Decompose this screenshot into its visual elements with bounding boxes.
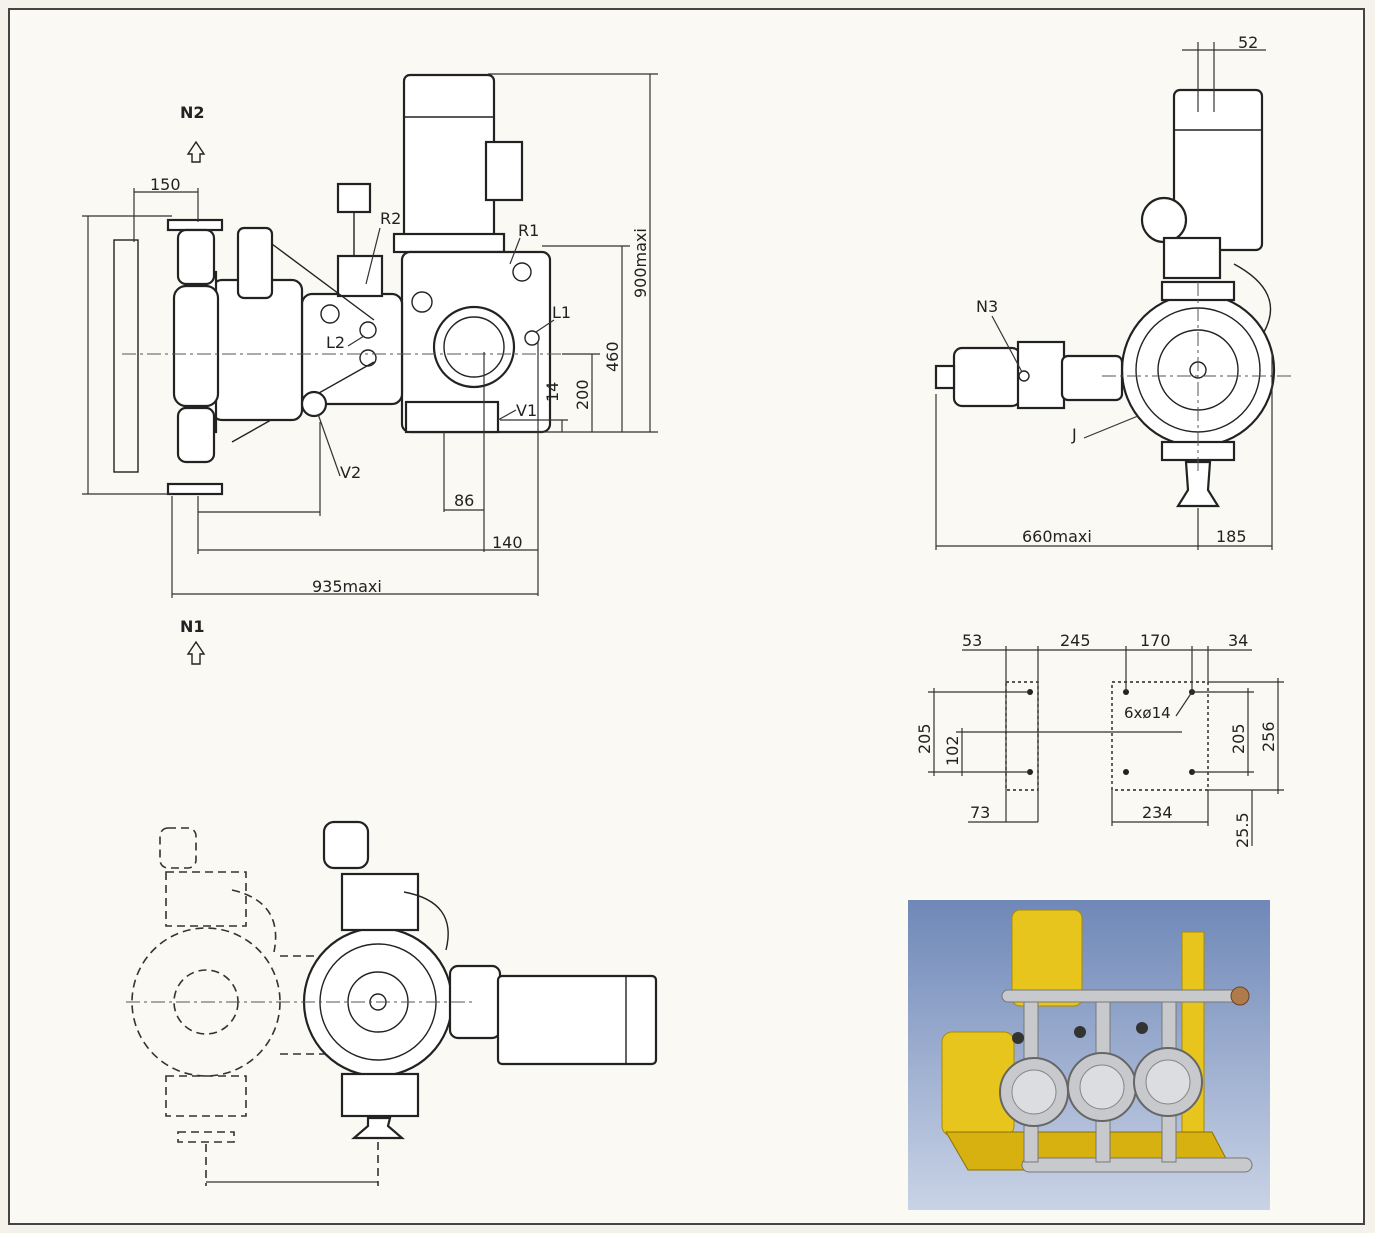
base-pad-right xyxy=(1111,681,1209,791)
dim-170: 170 xyxy=(1140,631,1171,650)
motor-flange xyxy=(392,232,506,254)
r1-plug xyxy=(512,262,532,282)
side-motor xyxy=(1172,88,1264,252)
base-plan: 53 245 170 34 6xø14 205 102 205 256 73 2… xyxy=(915,631,1284,848)
label-holes: 6xø14 xyxy=(1124,704,1171,722)
dim-102: 102 xyxy=(943,735,962,766)
side-gauge xyxy=(1140,196,1188,244)
hydraulic-body xyxy=(300,292,404,406)
technical-drawing: N2 N1 150 R2 R1 L1 L2 V1 V2 900maxi 460 … xyxy=(82,33,1292,1210)
dim-52: 52 xyxy=(1238,33,1258,52)
motor-terminal-box xyxy=(484,140,524,202)
dim-205-left: 205 xyxy=(915,723,934,754)
label-n3: N3 xyxy=(976,297,998,316)
v2-valve xyxy=(300,390,328,418)
gearbox-foot xyxy=(404,400,500,434)
dim-660-maxi: 660maxi xyxy=(1022,527,1092,546)
dim-205-right: 205 xyxy=(1229,723,1248,754)
top-flange xyxy=(166,218,224,232)
dim-53: 53 xyxy=(962,631,982,650)
multiplex-view xyxy=(126,820,658,1186)
pressure-gauge-box xyxy=(336,182,372,214)
side-view: 52 N3 J 660maxi 185 xyxy=(934,33,1292,550)
l2-plug xyxy=(359,321,377,339)
gearbox-cover xyxy=(432,305,516,389)
multiplex-gauge xyxy=(322,820,370,870)
dim-935-maxi: 935maxi xyxy=(312,577,382,596)
dim-140: 140 xyxy=(492,533,523,552)
label-v2: V2 xyxy=(340,463,361,482)
dim-34: 34 xyxy=(1228,631,1248,650)
label-n2: N2 xyxy=(180,103,205,122)
r2-valve xyxy=(336,254,384,298)
label-n1: N1 xyxy=(180,617,205,636)
valve-column xyxy=(172,284,220,408)
photo-motor xyxy=(1011,909,1083,1007)
hole-4 xyxy=(1123,769,1129,775)
relief-valve xyxy=(236,226,274,300)
dim-14: 14 xyxy=(543,382,562,402)
dim-73: 73 xyxy=(970,803,990,822)
product-photo xyxy=(908,900,1270,1210)
label-r2: R2 xyxy=(380,209,401,228)
diaphragm-head xyxy=(210,278,304,422)
multiplex-motor xyxy=(496,974,658,1066)
bottom-flange xyxy=(166,482,224,496)
dim-86: 86 xyxy=(454,491,474,510)
n1-arrow-icon xyxy=(186,640,206,665)
dim-150: 150 xyxy=(150,175,181,194)
motor-body xyxy=(402,73,496,247)
multiplex-outlet xyxy=(351,1116,405,1140)
front-view: N2 N1 150 R2 R1 L1 L2 V1 V2 900maxi 460 … xyxy=(82,73,658,665)
dim-256: 256 xyxy=(1259,721,1278,752)
label-l2: L2 xyxy=(326,333,345,352)
dim-25-5: 25.5 xyxy=(1233,812,1252,848)
dim-460: 460 xyxy=(603,341,622,372)
l1-plug xyxy=(524,330,540,346)
photo-heads xyxy=(999,1001,1203,1163)
label-j: J xyxy=(1071,425,1077,444)
dim-200: 200 xyxy=(573,379,592,410)
dim-900-maxi: 900maxi xyxy=(631,228,650,298)
n2-arrow-icon xyxy=(186,140,206,163)
label-v1: V1 xyxy=(516,401,537,420)
dim-234: 234 xyxy=(1142,803,1173,822)
drawing-sheet: N2 N1 150 R2 R1 L1 L2 V1 V2 900maxi 460 … xyxy=(8,8,1365,1225)
base-pad-left xyxy=(1005,681,1039,791)
dim-245: 245 xyxy=(1060,631,1091,650)
label-r1: R1 xyxy=(518,221,539,240)
label-l1: L1 xyxy=(552,303,571,322)
stroke-adjuster xyxy=(952,346,1022,408)
dim-185: 185 xyxy=(1216,527,1247,546)
side-outlet xyxy=(1176,460,1220,508)
